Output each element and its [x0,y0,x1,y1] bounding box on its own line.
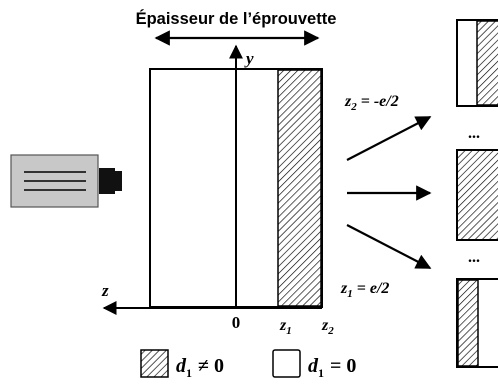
ellipsis-lower: ... [468,249,480,266]
plane-bottom-label: z1 = e/2 [340,280,389,300]
legend-swatch-empty [272,349,301,378]
cut-view-top [456,19,498,107]
y-axis-label: y [244,49,254,68]
legend-empty: d1= 0 [272,349,356,380]
cut-view-bottom [456,278,498,368]
z2-tick-label: z2 [321,317,334,337]
z-axis-label: z [101,281,109,300]
origin-label: 0 [232,313,241,332]
legend-hatched-label: d1≠ 0 [176,355,224,380]
cut-view-middle [456,149,498,241]
arrow-to-bottom-view [346,224,432,269]
ellipsis-upper: ... [468,125,480,142]
hatched-layer [277,69,322,307]
thickness-title: Épaisseur de l’éprouvette [136,9,337,28]
z1-tick-label: z1 [279,317,292,337]
legend-hatched: d1≠ 0 [140,349,224,380]
legend-swatch-hatched [140,349,169,378]
arrow-to-top-view [346,116,432,161]
plane-top-label: z2 = -e/2 [344,93,399,113]
legend-empty-label: d1= 0 [308,355,356,380]
camera-icon [10,154,122,208]
